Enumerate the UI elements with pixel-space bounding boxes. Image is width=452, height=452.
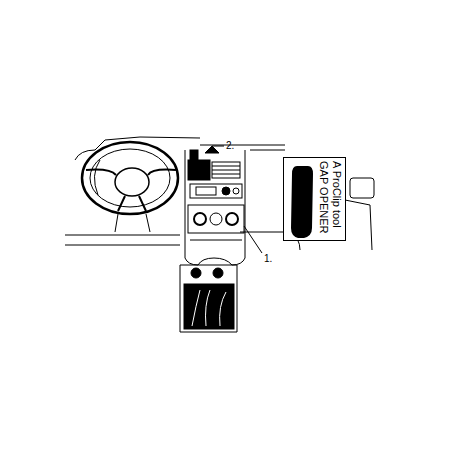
- tool-subtitle: A ProClip tool: [330, 161, 343, 234]
- tool-illustration: [286, 158, 316, 240]
- callout-number: 2.: [226, 140, 234, 152]
- tool-title: GAP OPENER: [317, 161, 330, 234]
- callout-number: 1.: [264, 253, 272, 265]
- rotated-text-group: GAP OPENERA ProClip tool: [317, 161, 343, 234]
- gap-opener-tool: [291, 166, 313, 238]
- tool-box: GAP OPENERA ProClip tool: [283, 157, 346, 241]
